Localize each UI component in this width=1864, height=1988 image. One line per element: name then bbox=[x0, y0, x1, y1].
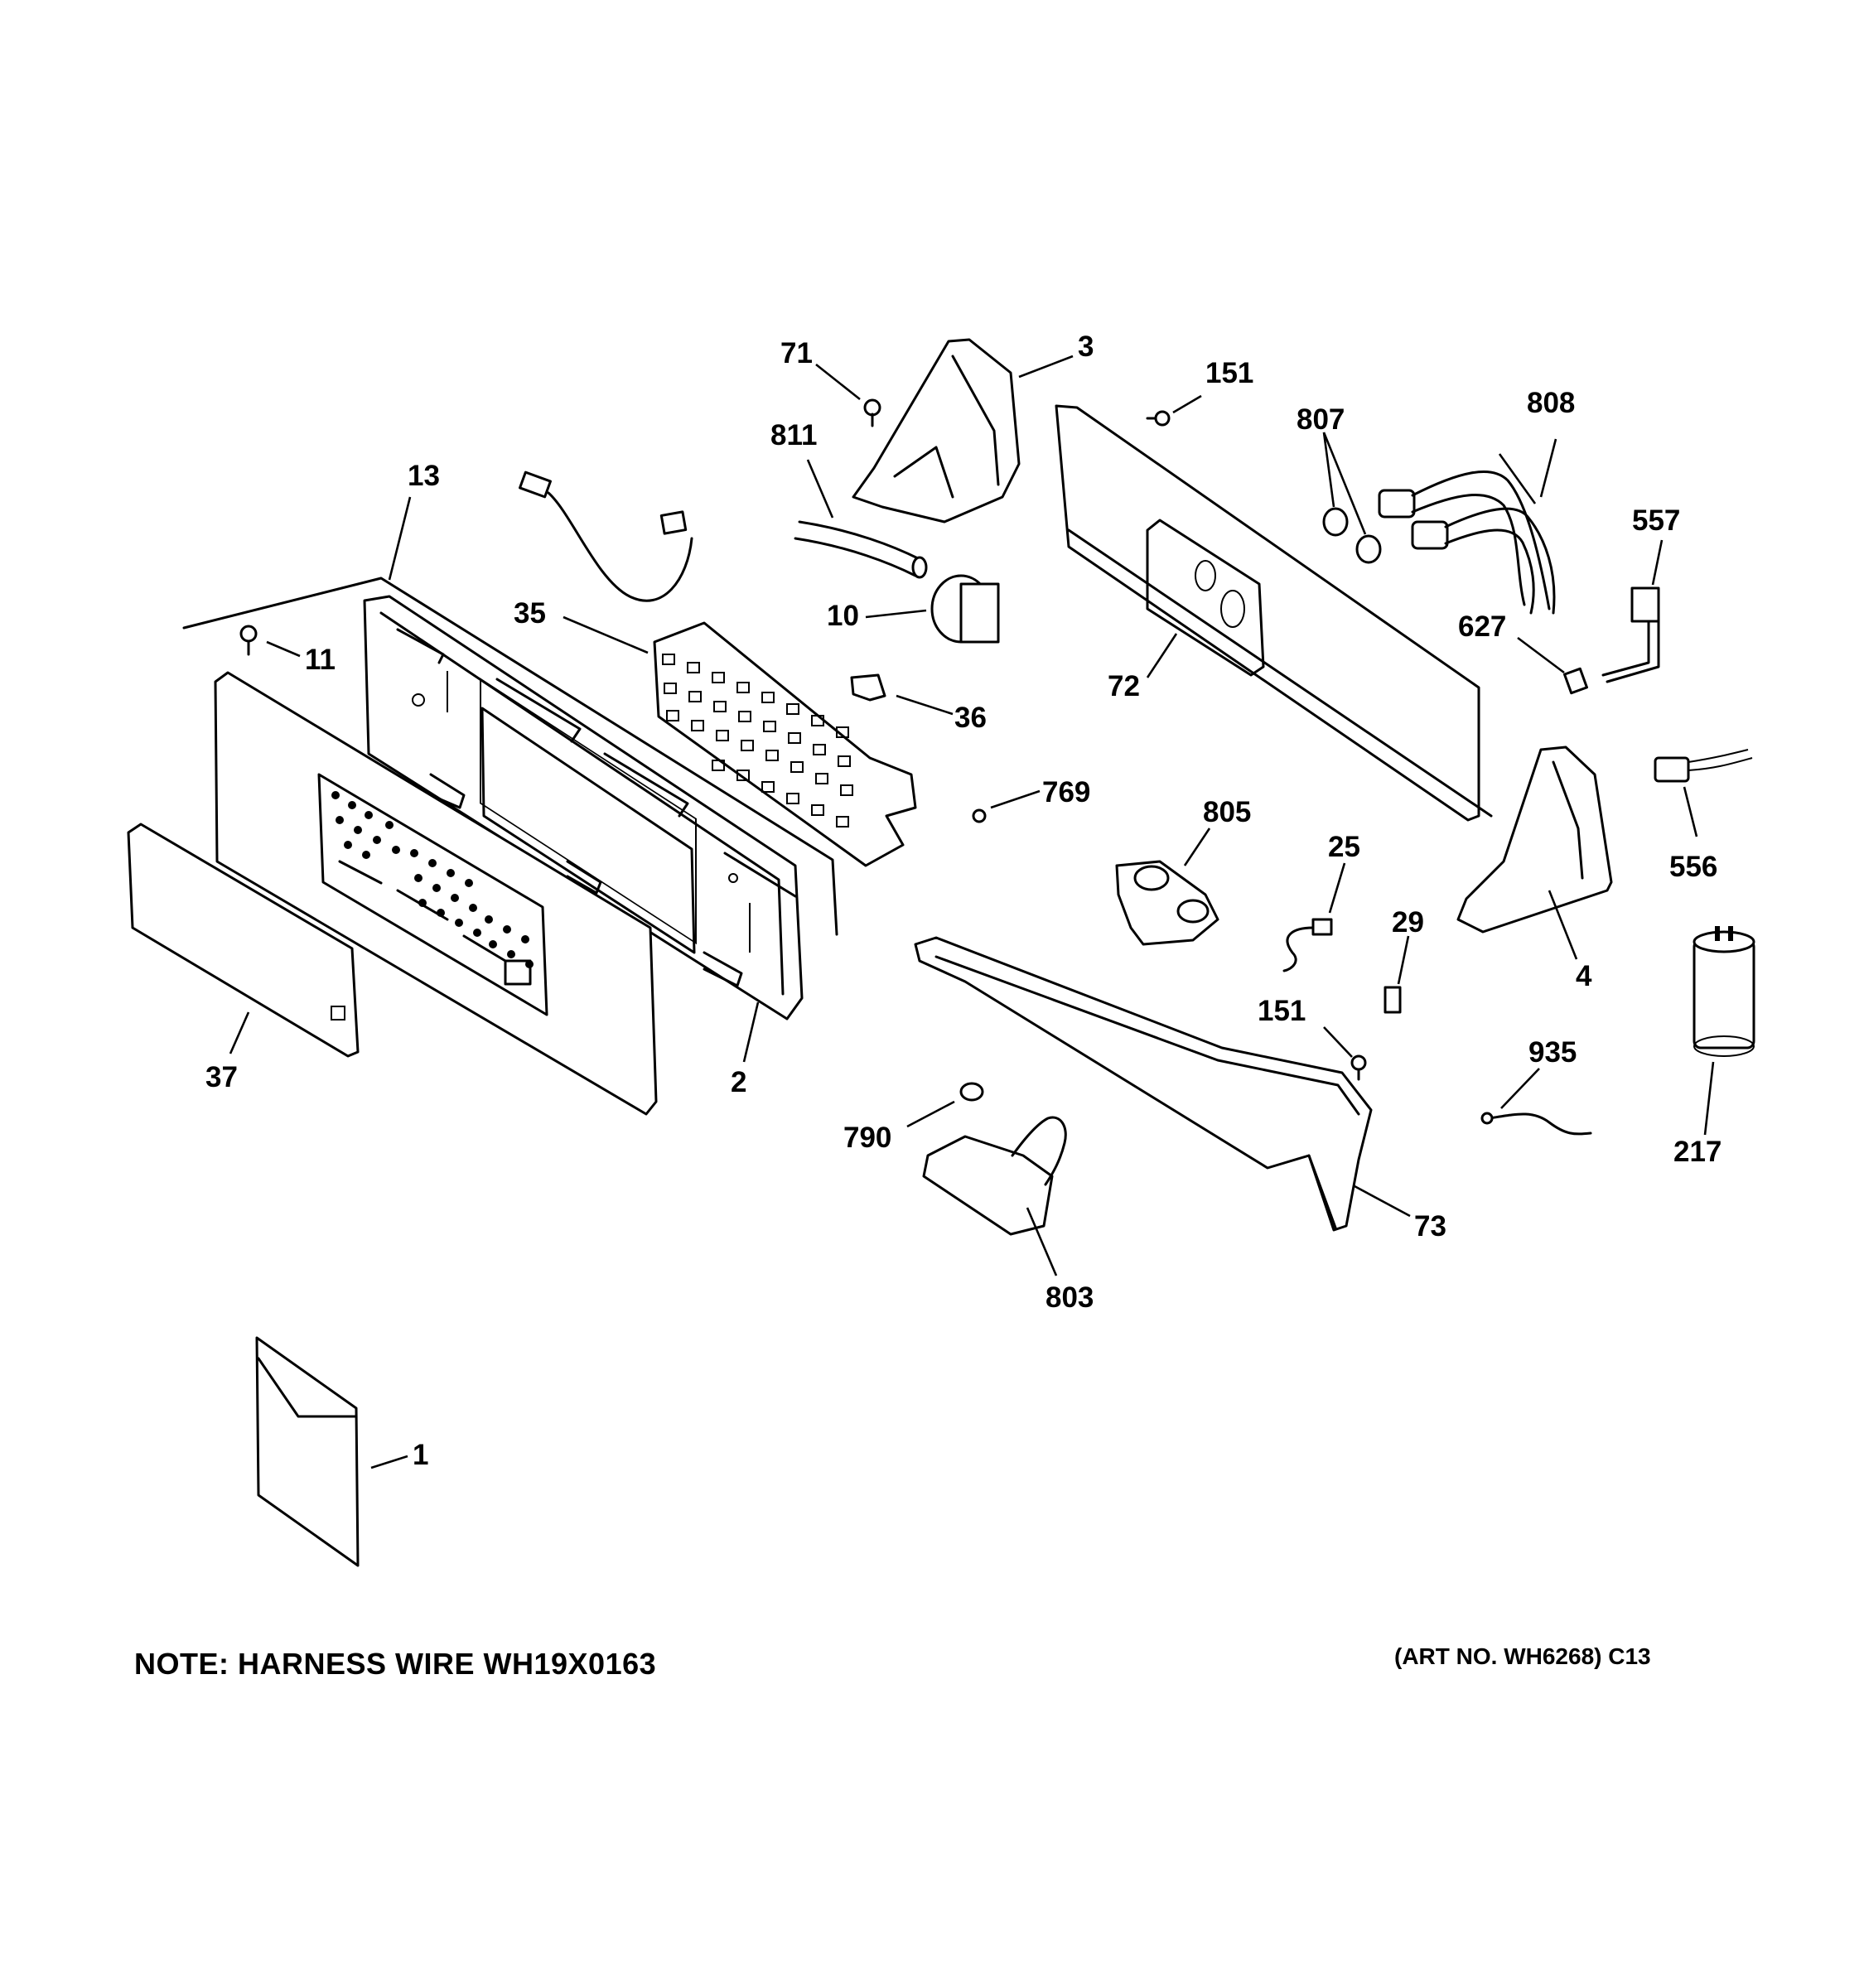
callout-72: 72 bbox=[1108, 670, 1140, 702]
part-807-washers bbox=[1322, 432, 1382, 564]
callout-557: 557 bbox=[1632, 504, 1680, 537]
part-35-board-bracket bbox=[563, 615, 917, 867]
callout-151-lower: 151 bbox=[1258, 995, 1306, 1027]
part-803-inlet bbox=[922, 1116, 1067, 1276]
part-808-hoses bbox=[1378, 438, 1557, 615]
callout-811: 811 bbox=[770, 419, 817, 451]
part-11-screw bbox=[239, 625, 301, 658]
part-10-pressure-switch bbox=[865, 574, 1000, 644]
part-25-harness-plug bbox=[1282, 862, 1346, 972]
part-36-clip bbox=[850, 673, 954, 716]
part-29-clip bbox=[1384, 935, 1410, 1014]
callout-71: 71 bbox=[780, 337, 813, 369]
part-935-wire bbox=[1480, 1068, 1592, 1136]
callout-803: 803 bbox=[1045, 1281, 1094, 1314]
part-2-panel-frame bbox=[363, 595, 804, 1063]
callout-10: 10 bbox=[827, 600, 859, 632]
callout-25: 25 bbox=[1328, 831, 1360, 863]
part-73-bottom-rail bbox=[914, 936, 1411, 1232]
callout-790: 790 bbox=[843, 1122, 891, 1154]
callout-151-top: 151 bbox=[1205, 357, 1253, 389]
part-769-screw bbox=[972, 789, 1041, 823]
callout-3: 3 bbox=[1078, 331, 1094, 363]
callout-935: 935 bbox=[1528, 1036, 1577, 1069]
part-151-screw-top bbox=[1146, 394, 1202, 427]
art-number-note: (ART NO. WH6268) C13 bbox=[1394, 1643, 1651, 1669]
callout-36: 36 bbox=[954, 702, 987, 734]
callout-4: 4 bbox=[1576, 960, 1592, 992]
part-3-end-cap bbox=[852, 338, 1074, 524]
callout-35: 35 bbox=[514, 597, 546, 630]
part-4-end-cap-right bbox=[1456, 746, 1613, 960]
callout-805: 805 bbox=[1203, 796, 1251, 828]
callout-2: 2 bbox=[731, 1066, 746, 1098]
callout-217: 217 bbox=[1673, 1136, 1722, 1168]
callout-627: 627 bbox=[1458, 610, 1506, 643]
callout-808: 808 bbox=[1527, 387, 1575, 419]
callout-37: 37 bbox=[205, 1061, 238, 1093]
callout-29: 29 bbox=[1392, 906, 1424, 939]
part-557-switch bbox=[1601, 539, 1664, 683]
callout-1: 1 bbox=[413, 1439, 428, 1471]
part-217-capacitor bbox=[1693, 926, 1755, 1136]
part-151-screw-lower bbox=[1323, 1026, 1367, 1081]
part-1-literature-envelope bbox=[255, 1336, 408, 1567]
callout-73: 73 bbox=[1414, 1210, 1446, 1242]
callout-labels: 71 3 151 807 808 811 13 557 10 35 627 11… bbox=[205, 331, 1722, 1471]
part-13-control-panel-housing bbox=[182, 496, 838, 936]
part-790-clamp bbox=[906, 1082, 984, 1128]
part-71-screw bbox=[815, 363, 881, 427]
harness-wire bbox=[519, 470, 693, 602]
part-805-water-valve bbox=[1115, 828, 1219, 946]
part-72-back-panel bbox=[1055, 404, 1493, 822]
callout-769: 769 bbox=[1042, 776, 1090, 808]
part-556-connector bbox=[1654, 749, 1753, 837]
harness-wire-note: NOTE: HARNESS WIRE WH19X0163 bbox=[134, 1647, 657, 1681]
part-37-front-overlay bbox=[127, 671, 658, 1116]
callout-807: 807 bbox=[1297, 403, 1345, 436]
callout-13: 13 bbox=[408, 460, 440, 492]
part-627-clip bbox=[1517, 636, 1589, 695]
callout-11: 11 bbox=[305, 644, 336, 676]
part-811-tube bbox=[794, 459, 928, 579]
callout-556: 556 bbox=[1669, 851, 1717, 883]
